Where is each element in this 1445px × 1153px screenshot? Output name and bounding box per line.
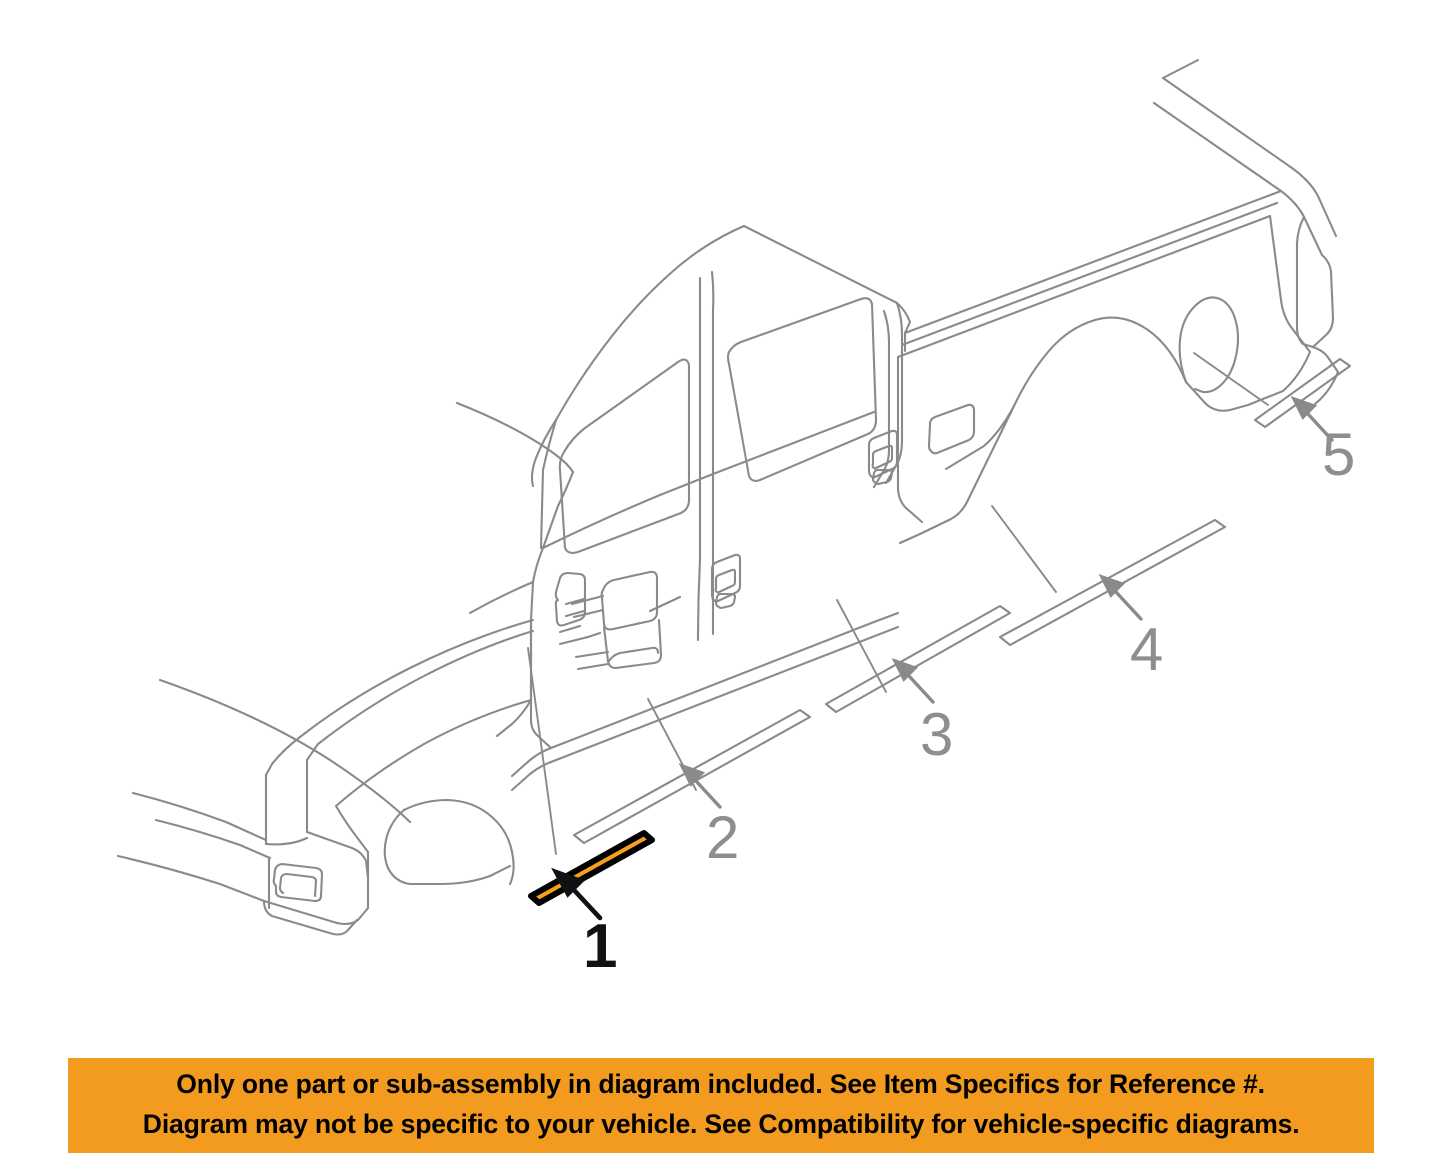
notice-banner: Only one part or sub-assembly in diagram… <box>68 1058 1374 1153</box>
callout-number-4: 4 <box>1130 616 1164 683</box>
truck-cab-group <box>455 58 1200 764</box>
notice-line-1: Only one part or sub-assembly in diagram… <box>176 1069 1266 1100</box>
truck-bed-group <box>896 76 1340 545</box>
truck-front-end-group <box>116 580 553 936</box>
callout-number-3: 3 <box>920 701 954 768</box>
callout-arrows <box>551 396 1334 921</box>
callout-number-5: 5 <box>1322 421 1356 488</box>
part-5-molding <box>1253 357 1352 429</box>
part-3-molding <box>824 604 1012 714</box>
part-4-molding <box>998 518 1227 647</box>
callout-number-1: 1 <box>583 912 618 981</box>
notice-line-2: Diagram may not be specific to your vehi… <box>142 1108 1300 1139</box>
truck-line-drawing <box>116 58 1352 936</box>
part-1-molding-highlighted <box>528 830 655 906</box>
part-2-molding <box>572 708 812 845</box>
tow-mirror-group <box>554 570 663 671</box>
callout-number-2: 2 <box>706 804 740 871</box>
